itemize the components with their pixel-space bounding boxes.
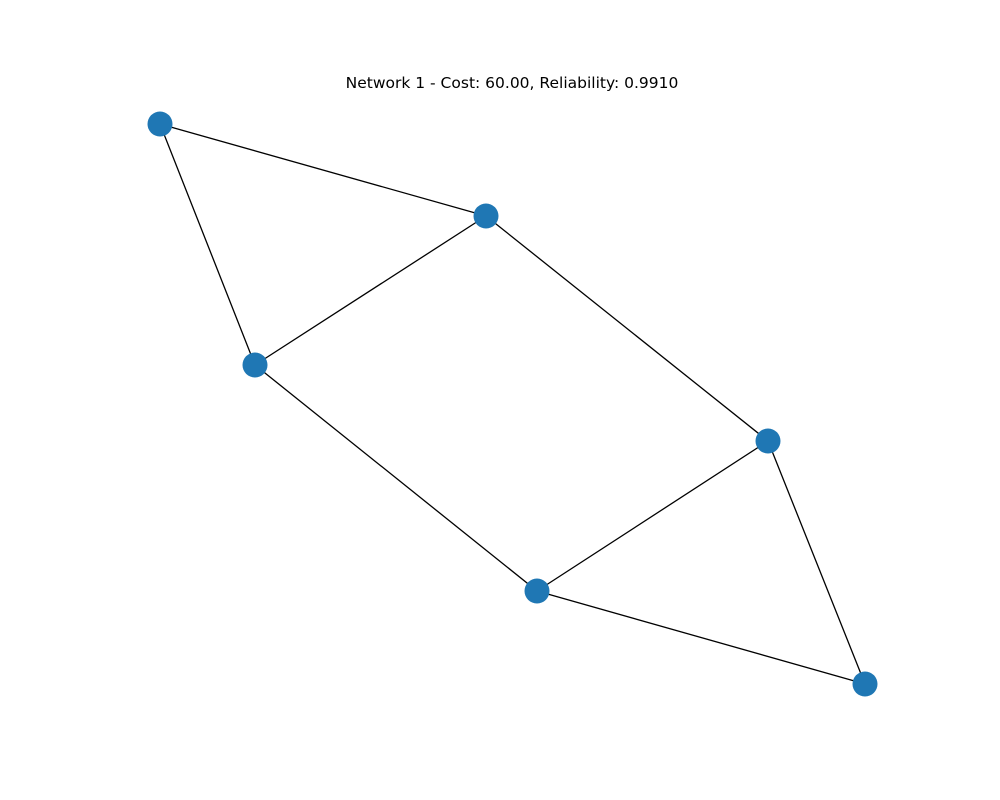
node-n2	[242, 352, 268, 378]
node-n1	[473, 203, 499, 229]
node-n4	[524, 578, 550, 604]
edge-n1-n3	[485, 215, 769, 442]
edge-n0-n2	[159, 123, 256, 366]
nodes-layer	[147, 111, 878, 697]
diagram-title: Network 1 - Cost: 60.00, Reliability: 0.…	[346, 74, 679, 92]
node-n5	[852, 671, 878, 697]
edge-n4-n5	[536, 590, 866, 685]
edges-layer	[159, 123, 866, 685]
edge-n3-n5	[767, 440, 866, 685]
edge-n1-n2	[254, 215, 487, 366]
edge-n3-n4	[536, 440, 769, 592]
node-n0	[147, 111, 173, 137]
edge-n0-n1	[159, 123, 487, 217]
edge-n2-n4	[254, 364, 538, 592]
node-n3	[755, 428, 781, 454]
